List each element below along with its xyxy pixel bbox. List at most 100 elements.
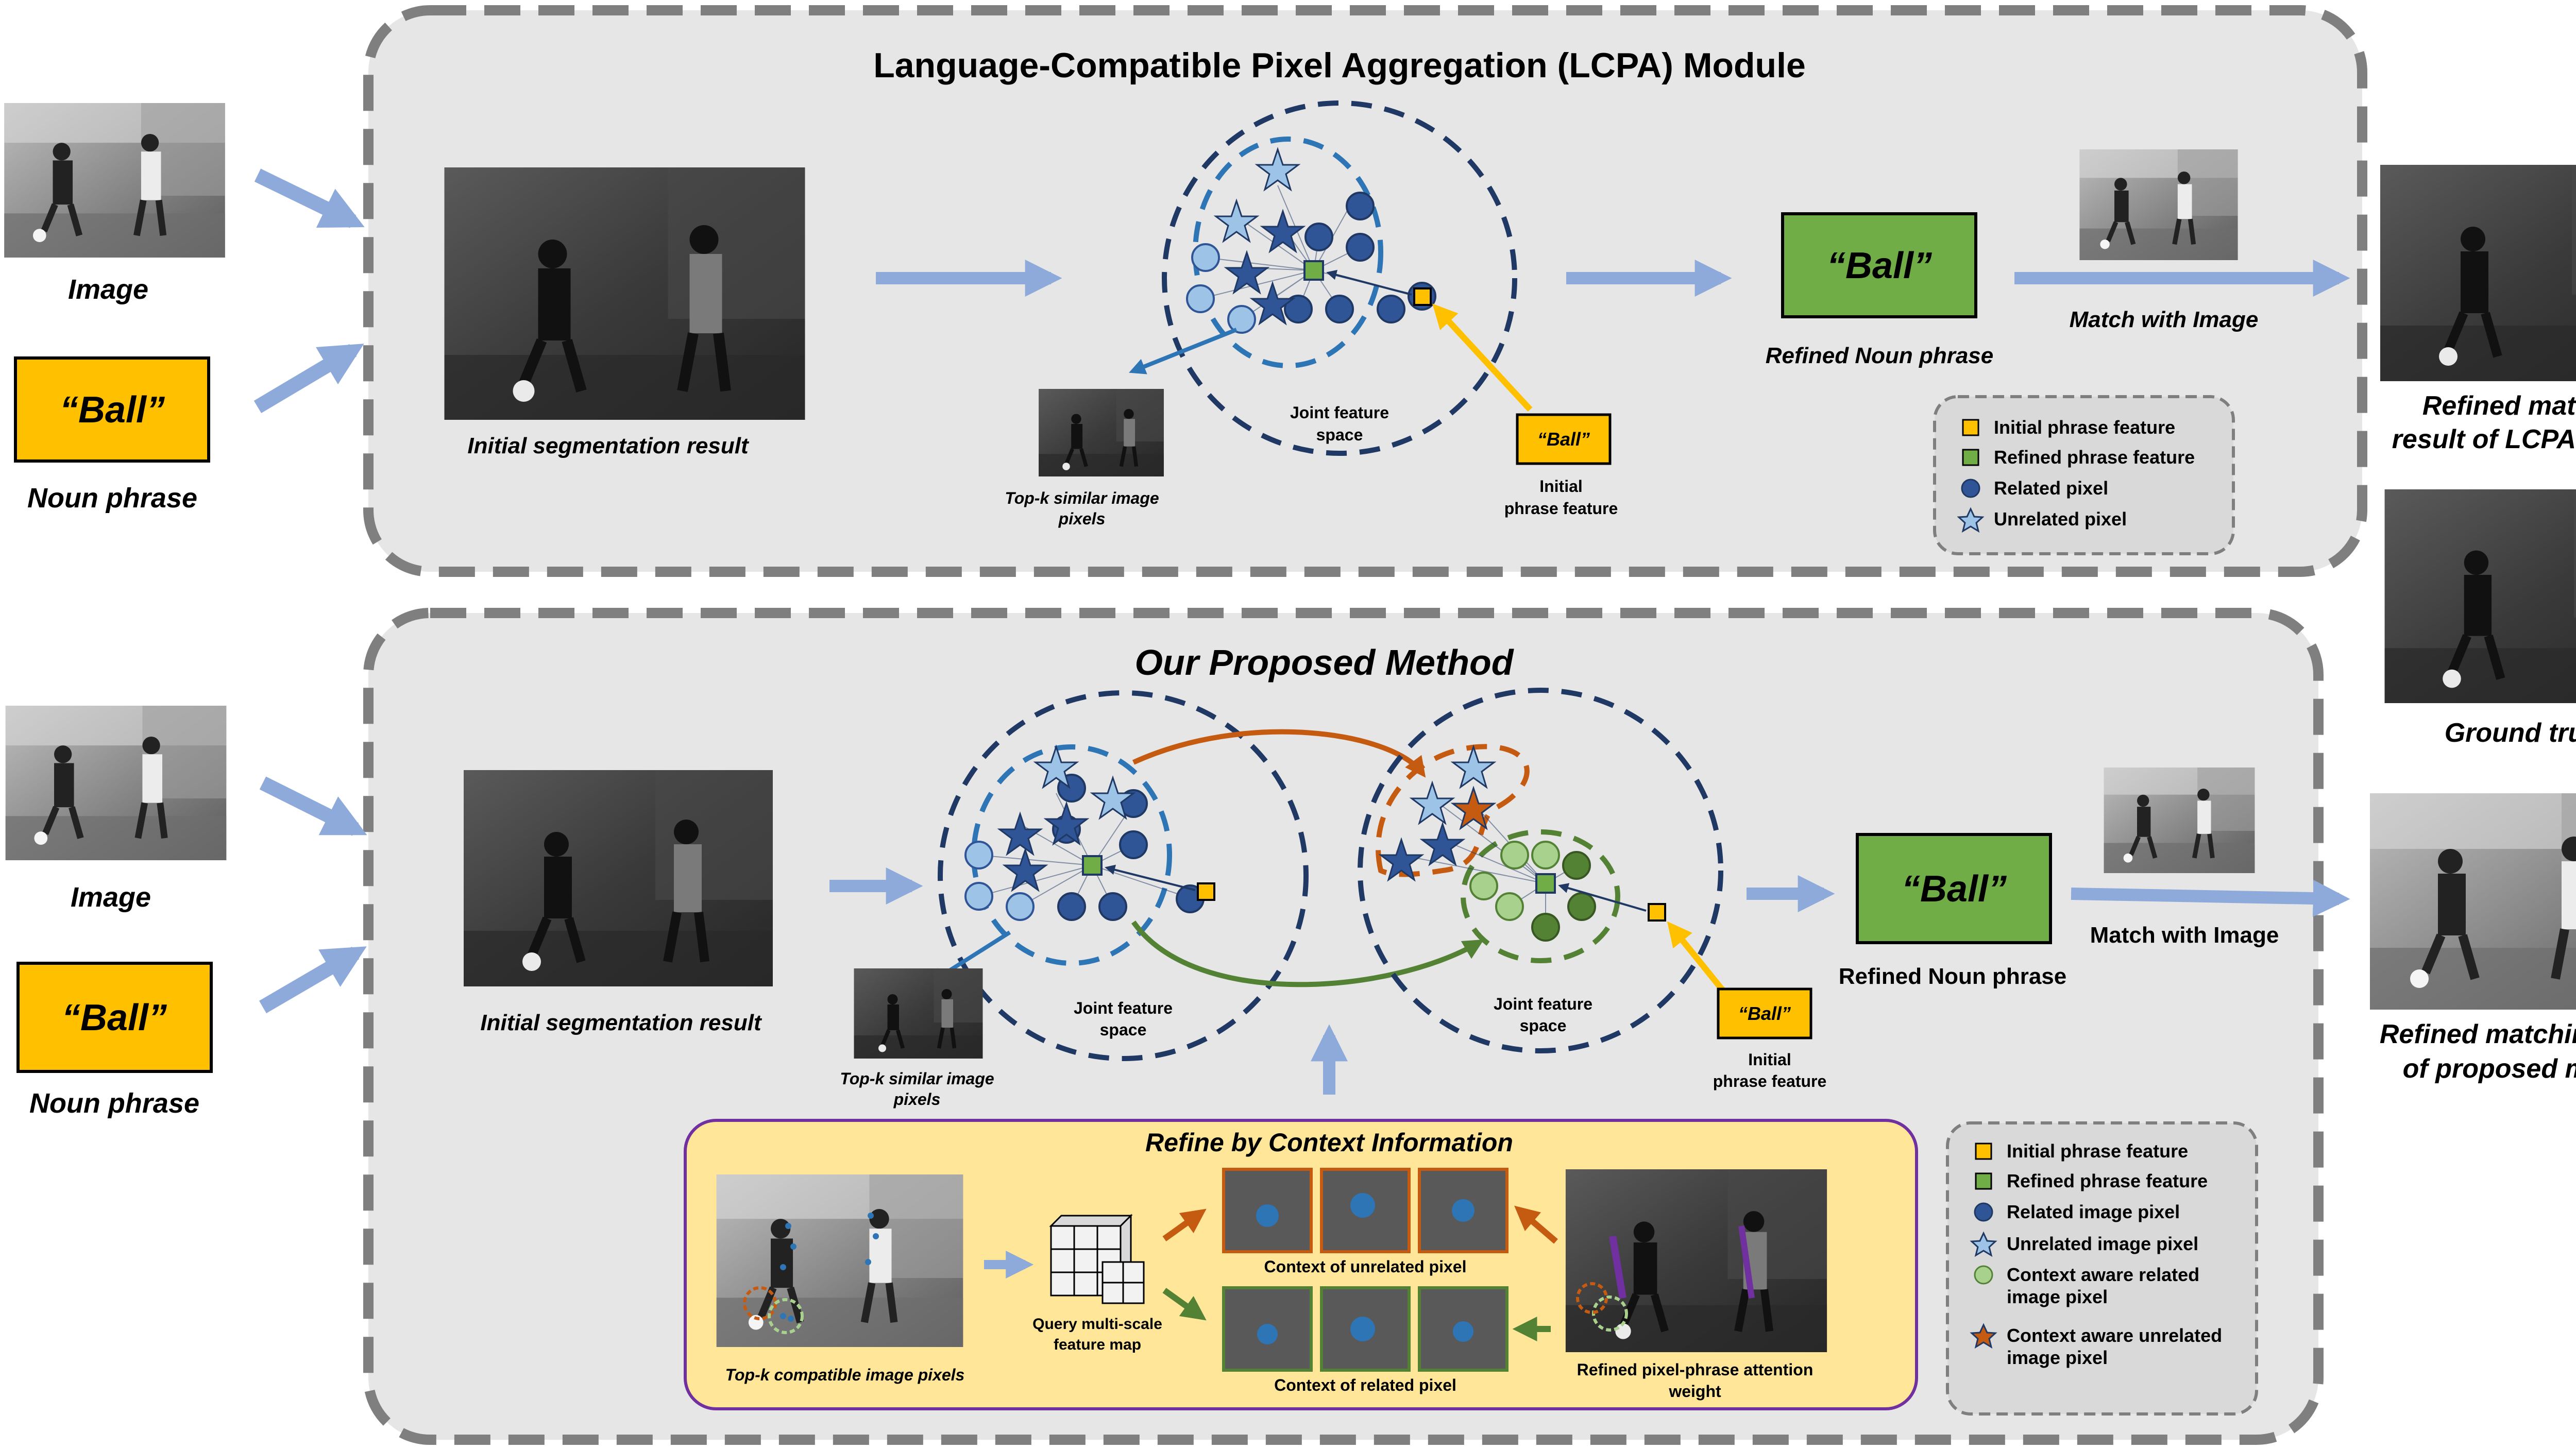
- input-image-bottom: [6, 706, 227, 860]
- arrow-phrase-to-seg-bottom: [259, 946, 367, 1014]
- legend-refined-phrase-icon-top: [1962, 449, 1979, 466]
- attention-label-2: weight: [1668, 1382, 1721, 1401]
- arrow-phrase-to-seg-top: [253, 344, 364, 414]
- related-context-label: Context of related pixel: [1274, 1376, 1456, 1394]
- joint-space1-label-2: space: [1100, 1020, 1147, 1039]
- topk-label-top-2: pixels: [1058, 509, 1106, 528]
- match-image-bottom: [2104, 768, 2255, 873]
- input-image-label-top: Image: [68, 274, 148, 305]
- pixel-cluster-2: [1378, 744, 1666, 942]
- initial-seg-image-top: [445, 167, 805, 420]
- initial-seg-label-bottom: Initial segmentation result: [480, 1010, 762, 1035]
- joint-space2-label-1: Joint feature: [1494, 995, 1592, 1013]
- related-cluster-1: [971, 744, 1172, 966]
- match-image-top: [2079, 149, 2238, 260]
- legend-context-related-1: Context aware related: [2007, 1264, 2199, 1285]
- topk-compatible-image: [717, 1174, 963, 1347]
- refined-phrase-box-top: [1781, 212, 1977, 318]
- legend-context-unrelated-2: image pixel: [2007, 1347, 2108, 1368]
- legend-initial-phrase-icon-top: [1962, 419, 1979, 436]
- noun-phrase-label-top: Noun phrase: [27, 483, 197, 514]
- arrow-phrase-to-space-top: [1432, 303, 1533, 412]
- initial-seg-image-bottom: [464, 770, 773, 986]
- legend-context-related-icon: [1974, 1265, 1993, 1285]
- legend-top: [1933, 395, 2235, 555]
- initial-phrase-label-top-1: Initial: [1539, 477, 1583, 496]
- topk-label-bottom-2: pixels: [893, 1090, 941, 1109]
- arrow-image-to-seg-top: [254, 168, 365, 228]
- legend-unrelated-image-pixel-icon: [1970, 1231, 1997, 1257]
- context-box-title: Refine by Context Information: [1145, 1128, 1513, 1157]
- refined-phrase-label-top: Refined Noun phrase: [1766, 343, 1994, 368]
- input-image-top: [4, 103, 225, 258]
- noun-phrase-text-bottom: “Ball”: [62, 997, 167, 1038]
- pixel-cluster-top: [1186, 147, 1436, 334]
- legend-related-image-pixel-icon: [1974, 1202, 1993, 1222]
- ground-truth-image: [2385, 489, 2576, 703]
- arrow-to-topk-top: [1129, 328, 1238, 374]
- joint-space-circle-2: [1358, 688, 1723, 1053]
- proposed-result-label-2: of proposed method: [2403, 1054, 2576, 1084]
- legend-context-related-2: image pixel: [2007, 1286, 2108, 1307]
- joint-space-circle-top: [1162, 100, 1517, 456]
- arrow-unrelated-transfer: [1132, 729, 1426, 778]
- attention-overlay: [1576, 1225, 1755, 1332]
- legend-unrelated-pixel-top: Unrelated pixel: [1994, 508, 2127, 530]
- joint-space-circle-1: [938, 690, 1309, 1061]
- joint-space2-label-2: space: [1520, 1016, 1567, 1035]
- topk-image-top: [1039, 389, 1164, 476]
- lcpa-result-label-2: result of LCPA module: [2392, 424, 2576, 454]
- legend-bottom: [1946, 1121, 2258, 1416]
- arrow-to-related-context: [1162, 1288, 1207, 1321]
- legend-related-pixel-icon-top: [1961, 479, 1980, 498]
- pixel-cluster-1: [964, 744, 1215, 921]
- legend-refined-phrase-bottom: Refined phrase feature: [2007, 1170, 2208, 1191]
- legend-related-image-pixel: Related image pixel: [2007, 1201, 2180, 1222]
- arrow-related-transfer: [1131, 920, 1484, 987]
- lcpa-title: Language-Compatible Pixel Aggregation (L…: [873, 46, 1806, 85]
- match-label-bottom: Match with Image: [2090, 923, 2279, 948]
- legend-related-pixel-top: Related pixel: [1994, 478, 2108, 499]
- topk-label-top-1: Top-k similar image: [1005, 489, 1159, 507]
- refined-phrase-box-bottom: [1856, 833, 2052, 944]
- arrow-phrase-to-space-bottom: [1667, 921, 1728, 996]
- lcpa-result-label-1: Refined matching: [2422, 391, 2576, 421]
- legend-refined-phrase-top: Refined phrase feature: [1994, 447, 2195, 468]
- unrelated-context-label: Context of unrelated pixel: [1264, 1257, 1467, 1276]
- topk-label-bottom-1: Top-k similar image: [840, 1069, 994, 1088]
- noun-phrase-box-bottom: [16, 962, 213, 1073]
- related-cluster-2: [1461, 829, 1620, 963]
- topk-image-bottom: [854, 968, 983, 1059]
- joint-space-label-top-2: space: [1316, 425, 1363, 444]
- topk-compatible-overlay: [743, 1213, 879, 1334]
- noun-phrase-label-bottom: Noun phrase: [29, 1088, 199, 1119]
- arrow-attention-to-unrelated: [1514, 1205, 1558, 1244]
- legend-unrelated-image-pixel: Unrelated image pixel: [2007, 1233, 2198, 1254]
- attention-weight-image: [1566, 1169, 1827, 1352]
- initial-phrase-label-top-2: phrase feature: [1504, 499, 1618, 518]
- refined-phrase-text-top: “Ball”: [1827, 245, 1932, 286]
- initial-phrase-box-top: [1516, 413, 1612, 465]
- initial-phrase-label-bottom-1: Initial: [1748, 1050, 1791, 1069]
- initial-phrase-box-bottom: [1717, 987, 1812, 1039]
- query-label-2: feature map: [1054, 1336, 1141, 1353]
- noun-phrase-text-top: “Ball”: [60, 389, 165, 431]
- initial-seg-label-top: Initial segmentation result: [467, 433, 750, 458]
- input-image-label-bottom: Image: [71, 882, 151, 913]
- topk-compatible-label: Top-k compatible image pixels: [725, 1366, 965, 1384]
- joint-space1-label-1: Joint feature: [1074, 999, 1173, 1017]
- arrow-image-to-seg-bottom: [259, 776, 367, 836]
- unrelated-context-tiles: [1222, 1168, 1509, 1253]
- lcpa-result-image: [2380, 165, 2576, 381]
- refined-phrase-text-bottom: “Ball”: [1902, 868, 2007, 910]
- noun-phrase-box-top: [14, 356, 210, 463]
- legend-unrelated-pixel-icon-top: [1957, 507, 1985, 533]
- proposed-title: Our Proposed Method: [1135, 642, 1514, 683]
- match-label-top: Match with Image: [2070, 307, 2259, 332]
- lcpa-panel: [363, 5, 2367, 577]
- unrelated-cluster-2: [1376, 744, 1530, 877]
- ground-truth-label: Ground truth: [2445, 718, 2576, 748]
- feature-map-cubes-icon: [1049, 1214, 1145, 1304]
- refined-phrase-label-bottom: Refined Noun phrase: [1839, 964, 2067, 989]
